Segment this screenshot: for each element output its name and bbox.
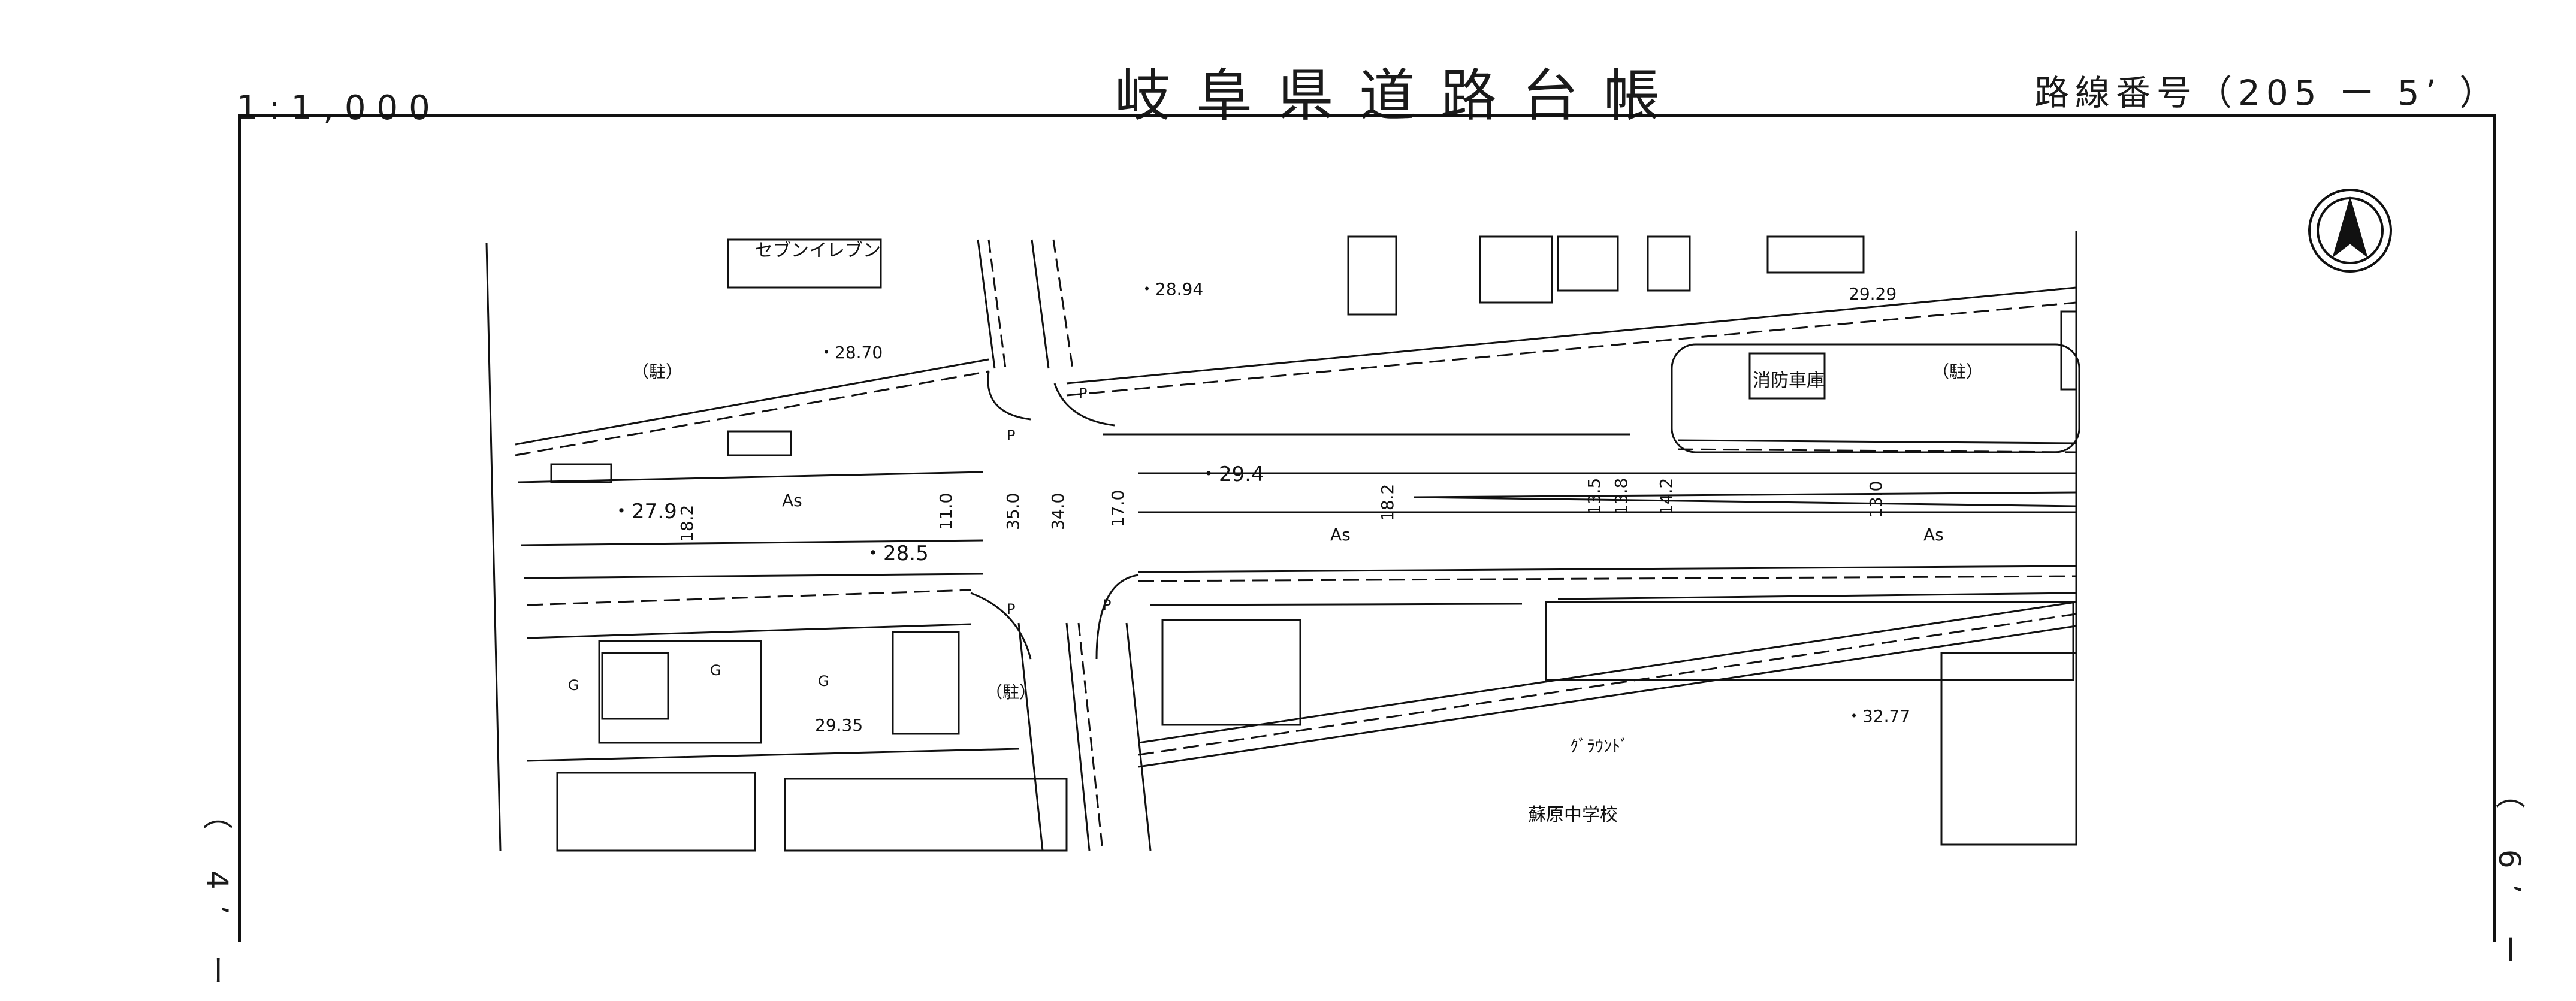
width-dimension: 18.2 (677, 505, 697, 542)
map-mark: P (1103, 597, 1111, 613)
surface-label: As (1923, 525, 1944, 545)
map-title: 岐阜県道路台帳 (1115, 63, 1686, 129)
width-dimension: 34.0 (1048, 493, 1068, 530)
elevation: ・32.77 (1846, 706, 1910, 726)
label-school: 蘇原中学校 (1528, 805, 1618, 825)
map-scale: 1:1,000 (237, 89, 441, 128)
label-parking-nw: （駐） (632, 362, 682, 382)
elevation: ・29.4 (1198, 462, 1264, 486)
route-number: 路線番号（205 ー 5’ ） (2034, 72, 2500, 113)
elevation: ・28.94 (1138, 279, 1203, 299)
width-dimension: 13.5 (1584, 478, 1604, 515)
width-dimension: 14.2 (1656, 478, 1676, 515)
width-dimension: 13.8 (1611, 478, 1631, 515)
elevation: ・28.70 (818, 343, 883, 362)
elevation: 29.35 (815, 715, 863, 735)
width-dimension: 18.2 (1378, 484, 1397, 521)
map-mark: P (1079, 385, 1087, 402)
map-frame (238, 114, 2496, 942)
label-parking-sw: （駐） (986, 682, 1036, 702)
elevation: 29.29 (1849, 284, 1896, 304)
label-ground: ｸﾞﾗｳﾝﾄﾞ (1570, 736, 1629, 756)
elevation: ・27.9 (611, 500, 677, 524)
north-arrow-icon (2308, 189, 2392, 273)
map-mark: P (1007, 601, 1015, 618)
map-mark: P (1007, 427, 1015, 444)
surface-label: As (1330, 525, 1351, 545)
label-parking-ne: （駐） (1932, 362, 1983, 382)
width-dimension: 11.0 (936, 493, 956, 530)
map-mark: G (710, 662, 721, 679)
width-dimension: 17.0 (1108, 490, 1128, 527)
elevation: ・28.5 (863, 542, 929, 565)
surface-label: As (782, 491, 802, 510)
label-seven-eleven: セブンイレブン (755, 240, 881, 261)
map-mark: G (568, 677, 579, 694)
label-fire-garage: 消防車庫 (1753, 370, 1825, 391)
width-dimension: 13.0 (1866, 481, 1886, 518)
map-mark: G (818, 673, 829, 689)
road-map: セブンイレブン 消防車庫 蘇原中学校 ｸﾞﾗｳﾝﾄﾞ （駐） （駐） （駐） A… (485, 189, 2392, 852)
width-dimension: 35.0 (1003, 493, 1023, 530)
